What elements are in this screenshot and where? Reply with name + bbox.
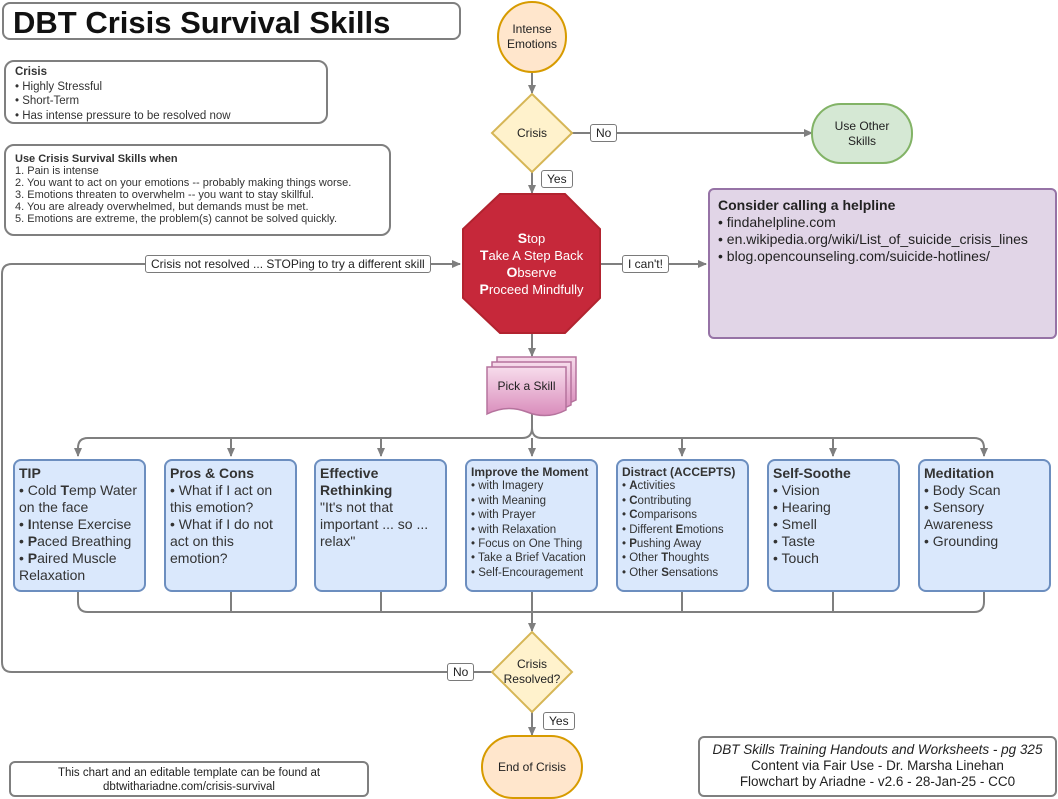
footer-credits-source: DBT Skills Training Handouts and Workshe… — [712, 742, 1043, 757]
footer-template-note: This chart and an editable template can … — [9, 761, 369, 797]
skill-item: • Contributing — [622, 494, 692, 507]
skill-item: • Different Emotions — [622, 523, 724, 536]
when-note-item: 3. Emotions threaten to overwhelm -- you… — [15, 189, 314, 201]
helpline-heading: Consider calling a helpline — [718, 197, 896, 213]
skill-item: • Activities — [622, 480, 676, 493]
skill-item: • Paced Breathing — [19, 533, 132, 549]
skill-title: Pros & Cons — [170, 465, 255, 481]
page-title: DBT Crisis Survival Skills — [13, 5, 391, 40]
stop-line-stop: Stop — [517, 230, 546, 246]
skill-effective-rethinking: Effective Rethinking "It's not that impo… — [314, 459, 447, 592]
when-note-heading: Use Crisis Survival Skills when — [15, 153, 178, 165]
resolved-decision — [490, 630, 574, 714]
footer-template-link: dbtwithariadne.com/crisis-survival — [103, 781, 275, 793]
footer-credits-content: Content via Fair Use - Dr. Marsha Lineha… — [751, 758, 1004, 773]
skill-item: • Self-Encouragement — [471, 566, 584, 579]
helpline-item: • blog.opencounseling.com/suicide-hotlin… — [718, 248, 990, 264]
helpline-box: Consider calling a helpline • findahelpl… — [708, 188, 1057, 339]
crisis-note-item: • Has intense pressure to be resolved no… — [15, 109, 231, 122]
pick-skill-label: Pick a Skill — [497, 379, 556, 393]
crisis-definition-note: Crisis • Highly Stressful • Short-Term •… — [4, 60, 328, 124]
when-note-item: 4. You are already overwhelmed, but dema… — [15, 201, 309, 213]
skill-item: • Smell — [773, 516, 817, 532]
crisis-yes-label: Yes — [541, 170, 573, 188]
skill-tip: TIP • Cold Temp Water on the face • Inte… — [13, 459, 146, 592]
cant-label: I can't! — [622, 255, 669, 273]
other-skills-node — [811, 103, 913, 164]
skill-item: • Take a Brief Vacation — [471, 552, 586, 565]
skill-item: • Sensory Awareness — [924, 499, 994, 532]
footer-credits-author: Flowchart by Ariadne - v2.6 - 28-Jan-25 … — [739, 774, 1016, 789]
title-box: DBT Crisis Survival Skills — [2, 2, 461, 40]
crisis-note-heading: Crisis — [15, 66, 47, 78]
when-note-item: 1. Pain is intense — [15, 165, 99, 177]
skill-item: • Other Sensations — [622, 566, 719, 579]
skill-meditation: Meditation • Body Scan • Sensory Awarene… — [918, 459, 1051, 592]
skill-title: Self-Soothe — [773, 465, 851, 481]
resolved-decision-label: Crisis Resolved? — [503, 657, 561, 686]
skill-item: • Grounding — [924, 533, 999, 549]
end-node — [481, 735, 583, 799]
skill-item: • Paired Muscle Relaxation — [19, 550, 117, 583]
skill-item: • Intense Exercise — [19, 516, 132, 532]
skill-item: • Focus on One Thing — [471, 538, 583, 551]
pick-skill-doc — [486, 356, 577, 417]
skill-item: • Taste — [773, 533, 815, 549]
crisis-decision-label: Crisis — [517, 126, 547, 140]
skill-distract-accepts: Distract (ACCEPTS) • Activities • Contri… — [616, 459, 749, 592]
skill-item: "It's not that important ... so ... rela… — [320, 499, 429, 549]
skill-item: • with Imagery — [471, 480, 544, 493]
start-node — [497, 1, 567, 73]
footer-template-line: This chart and an editable template can … — [57, 767, 321, 779]
crisis-note-item: • Short-Term — [15, 95, 80, 107]
skill-item: • What if I act on this emotion? — [170, 482, 273, 515]
start-node-label: Intense Emotions — [506, 22, 558, 51]
crisis-no-label: No — [590, 124, 618, 142]
stop-line-proceed: Proceed Mindfully — [479, 281, 584, 297]
skill-item: • with Meaning — [471, 494, 546, 507]
skill-item: • with Prayer — [471, 509, 536, 522]
skill-item: • Body Scan — [924, 482, 1001, 498]
stop-octagon — [462, 193, 601, 334]
skill-item: • Other Thoughts — [622, 552, 710, 565]
skill-item: • Touch — [773, 550, 819, 566]
skill-title: TIP — [19, 465, 41, 481]
helpline-item: • findahelpline.com — [718, 214, 836, 230]
skill-title: Effective Rethinking — [320, 465, 393, 498]
crisis-note-item: • Highly Stressful — [15, 80, 103, 93]
skill-title: Meditation — [924, 465, 994, 481]
skill-title: Distract (ACCEPTS) — [622, 465, 736, 479]
resolved-no-label: No — [447, 663, 475, 681]
skill-item: • Pushing Away — [622, 538, 702, 551]
when-note-item: 2. You want to act on your emotions -- p… — [15, 177, 352, 189]
stop-line-step-back: Take A Step Back — [479, 247, 584, 263]
skill-pros-cons: Pros & Cons • What if I act on this emot… — [164, 459, 297, 592]
skill-item: • Cold Temp Water on the face — [19, 482, 137, 515]
skill-item: • Comparisons — [622, 509, 697, 522]
stop-line-observe: Observe — [506, 264, 557, 280]
when-note-item: 5. Emotions are extreme, the problem(s) … — [15, 213, 338, 225]
skill-self-soothe: Self-Soothe • Vision • Hearing • Smell •… — [767, 459, 900, 592]
end-node-label: End of Crisis — [497, 760, 567, 774]
not-resolved-label: Crisis not resolved ... STOPing to try a… — [145, 255, 431, 273]
skill-item: • What if I do not act on this emotion? — [170, 516, 273, 566]
skill-item: • Hearing — [773, 499, 831, 515]
when-to-use-note: Use Crisis Survival Skills when 1. Pain … — [4, 144, 391, 236]
skill-title: Improve the Moment — [471, 465, 589, 479]
stop-text: Stop Take A Step Back Observe Proceed Mi… — [463, 230, 600, 298]
skill-item: • Vision — [773, 482, 820, 498]
skill-item: • with Relaxation — [471, 523, 557, 536]
skill-improve-the-moment: Improve the Moment • with Imagery • with… — [465, 459, 598, 592]
footer-credits-note: DBT Skills Training Handouts and Workshe… — [698, 736, 1057, 797]
other-skills-label: Use Other Skills — [834, 118, 890, 148]
crisis-decision — [490, 92, 574, 174]
resolved-yes-label: Yes — [543, 712, 575, 730]
helpline-item: • en.wikipedia.org/wiki/List_of_suicide_… — [718, 231, 1028, 247]
